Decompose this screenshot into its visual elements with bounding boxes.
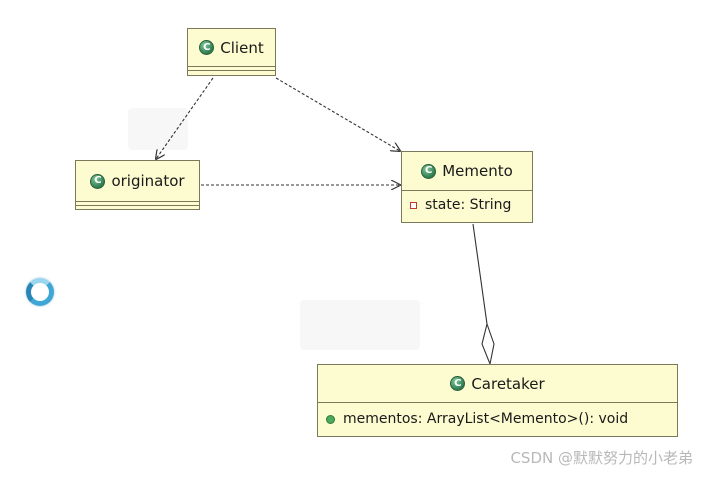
class-memento[interactable]: C Memento state: String (401, 151, 533, 223)
dependency-client-originator (156, 77, 214, 159)
class-originator[interactable]: C originator (75, 160, 200, 210)
class-name: originator (111, 172, 185, 190)
background-artifact (300, 300, 420, 350)
aggregation-caretaker-memento (472, 223, 488, 325)
member-row[interactable]: state: String (402, 191, 532, 219)
attributes-compartment (402, 190, 532, 191)
class-icon: C (90, 173, 106, 189)
class-name: Client (220, 38, 264, 57)
class-name: Caretaker (471, 374, 545, 393)
class-name: Memento (442, 162, 513, 180)
class-originator-header: C originator (76, 161, 199, 201)
class-icon: C (450, 376, 466, 391)
private-field-icon (410, 201, 417, 209)
aggregation-diamond (481, 322, 495, 366)
member-row[interactable]: mementos: ArrayList<Memento>(): void (318, 403, 677, 435)
class-client[interactable]: C Client (187, 28, 276, 76)
dependency-client-memento (275, 77, 400, 151)
class-icon: C (421, 163, 437, 179)
loading-ring-icon (26, 278, 54, 306)
attributes-compartment (76, 201, 199, 205)
public-member-icon (326, 414, 335, 424)
member-text: state: String (425, 197, 512, 213)
class-caretaker[interactable]: C Caretaker mementos: ArrayList<Memento>… (317, 364, 678, 437)
member-text: mementos: ArrayList<Memento>(): void (343, 411, 629, 427)
background-artifact (128, 108, 188, 150)
watermark: CSDN @默默努力的小老弟 (510, 449, 693, 467)
class-caretaker-header: C Caretaker (318, 365, 677, 402)
class-memento-header: C Memento (402, 152, 532, 190)
attributes-compartment (188, 66, 275, 70)
operations-compartment (76, 205, 199, 210)
class-icon: C (199, 40, 215, 55)
class-client-header: C Client (188, 29, 275, 66)
operations-compartment (188, 70, 275, 75)
attributes-compartment (318, 402, 677, 403)
